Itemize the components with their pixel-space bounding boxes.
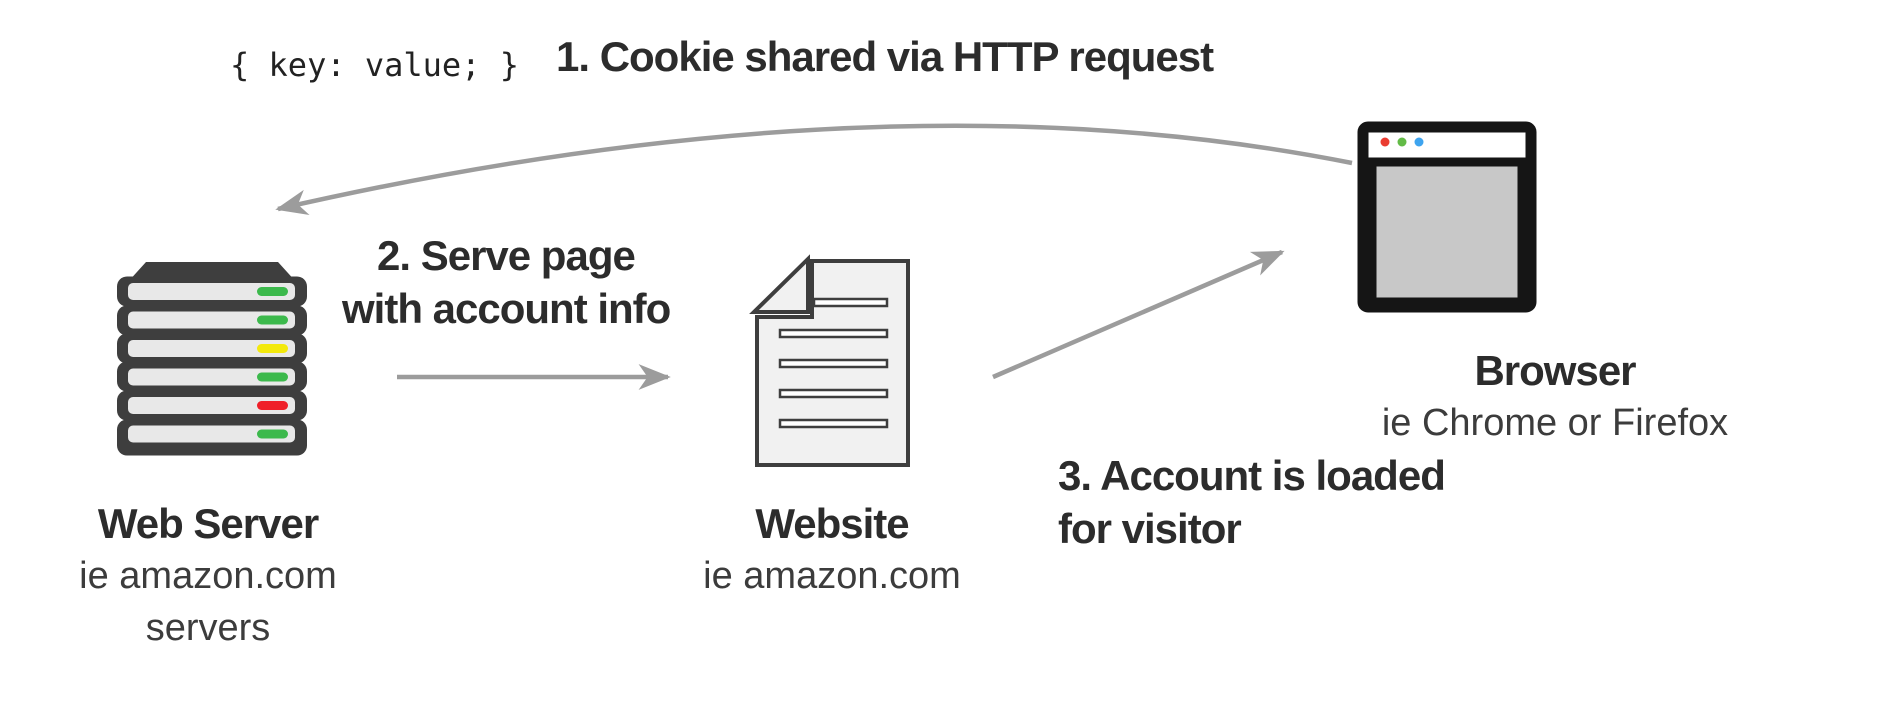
step2-line2: with account info [342, 285, 671, 332]
step1-label: 1. Cookie shared via HTTP request [556, 33, 1214, 80]
window-dot-red [1380, 137, 1390, 147]
browser-window-icon [1357, 121, 1537, 313]
step3-label: 3. Account is loaded for visitor [1058, 449, 1446, 555]
window-dot-green [1397, 137, 1407, 147]
step2-label: 2. Serve page with account info [342, 229, 671, 335]
server-slots [128, 283, 295, 443]
led-light [257, 372, 288, 382]
led-light [257, 344, 288, 353]
web-server-subtitle-2: servers [145, 607, 271, 649]
document-icon [749, 254, 910, 467]
document-fold-corner [749, 254, 810, 314]
arrow-account-loaded [992, 249, 1285, 380]
server-icon [117, 262, 307, 456]
browser-subtitle: ie Chrome or Firefox [1381, 402, 1729, 444]
led-light [257, 315, 288, 325]
web-server-label: Web Server ie amazon.com servers [38, 498, 378, 654]
website-label: Website ie amazon.com [662, 498, 1002, 602]
browser-label: Browser ie Chrome or Firefox [1355, 345, 1755, 449]
browser-title: Browser [1474, 347, 1636, 394]
browser-content-area [1367, 157, 1527, 307]
step3-line2: for visitor [1058, 505, 1242, 552]
server-leds [257, 287, 288, 439]
window-dot-blue [1414, 137, 1424, 147]
led-light [257, 429, 288, 439]
browser-window-dots [1380, 137, 1424, 147]
web-server-subtitle: ie amazon.com [79, 555, 337, 597]
web-server-title: Web Server [97, 500, 319, 547]
document-text-lines [778, 297, 889, 429]
cookie-code-snippet: { key: value; } [230, 46, 519, 84]
led-light [257, 287, 288, 296]
step2-line1: 2. Serve page [377, 232, 636, 279]
step3-line1: 3. Account is loaded [1058, 452, 1446, 499]
led-light [257, 401, 288, 410]
website-title: Website [755, 500, 909, 547]
website-subtitle: ie amazon.com [703, 555, 961, 597]
arrow-cookie-request [275, 123, 1353, 216]
